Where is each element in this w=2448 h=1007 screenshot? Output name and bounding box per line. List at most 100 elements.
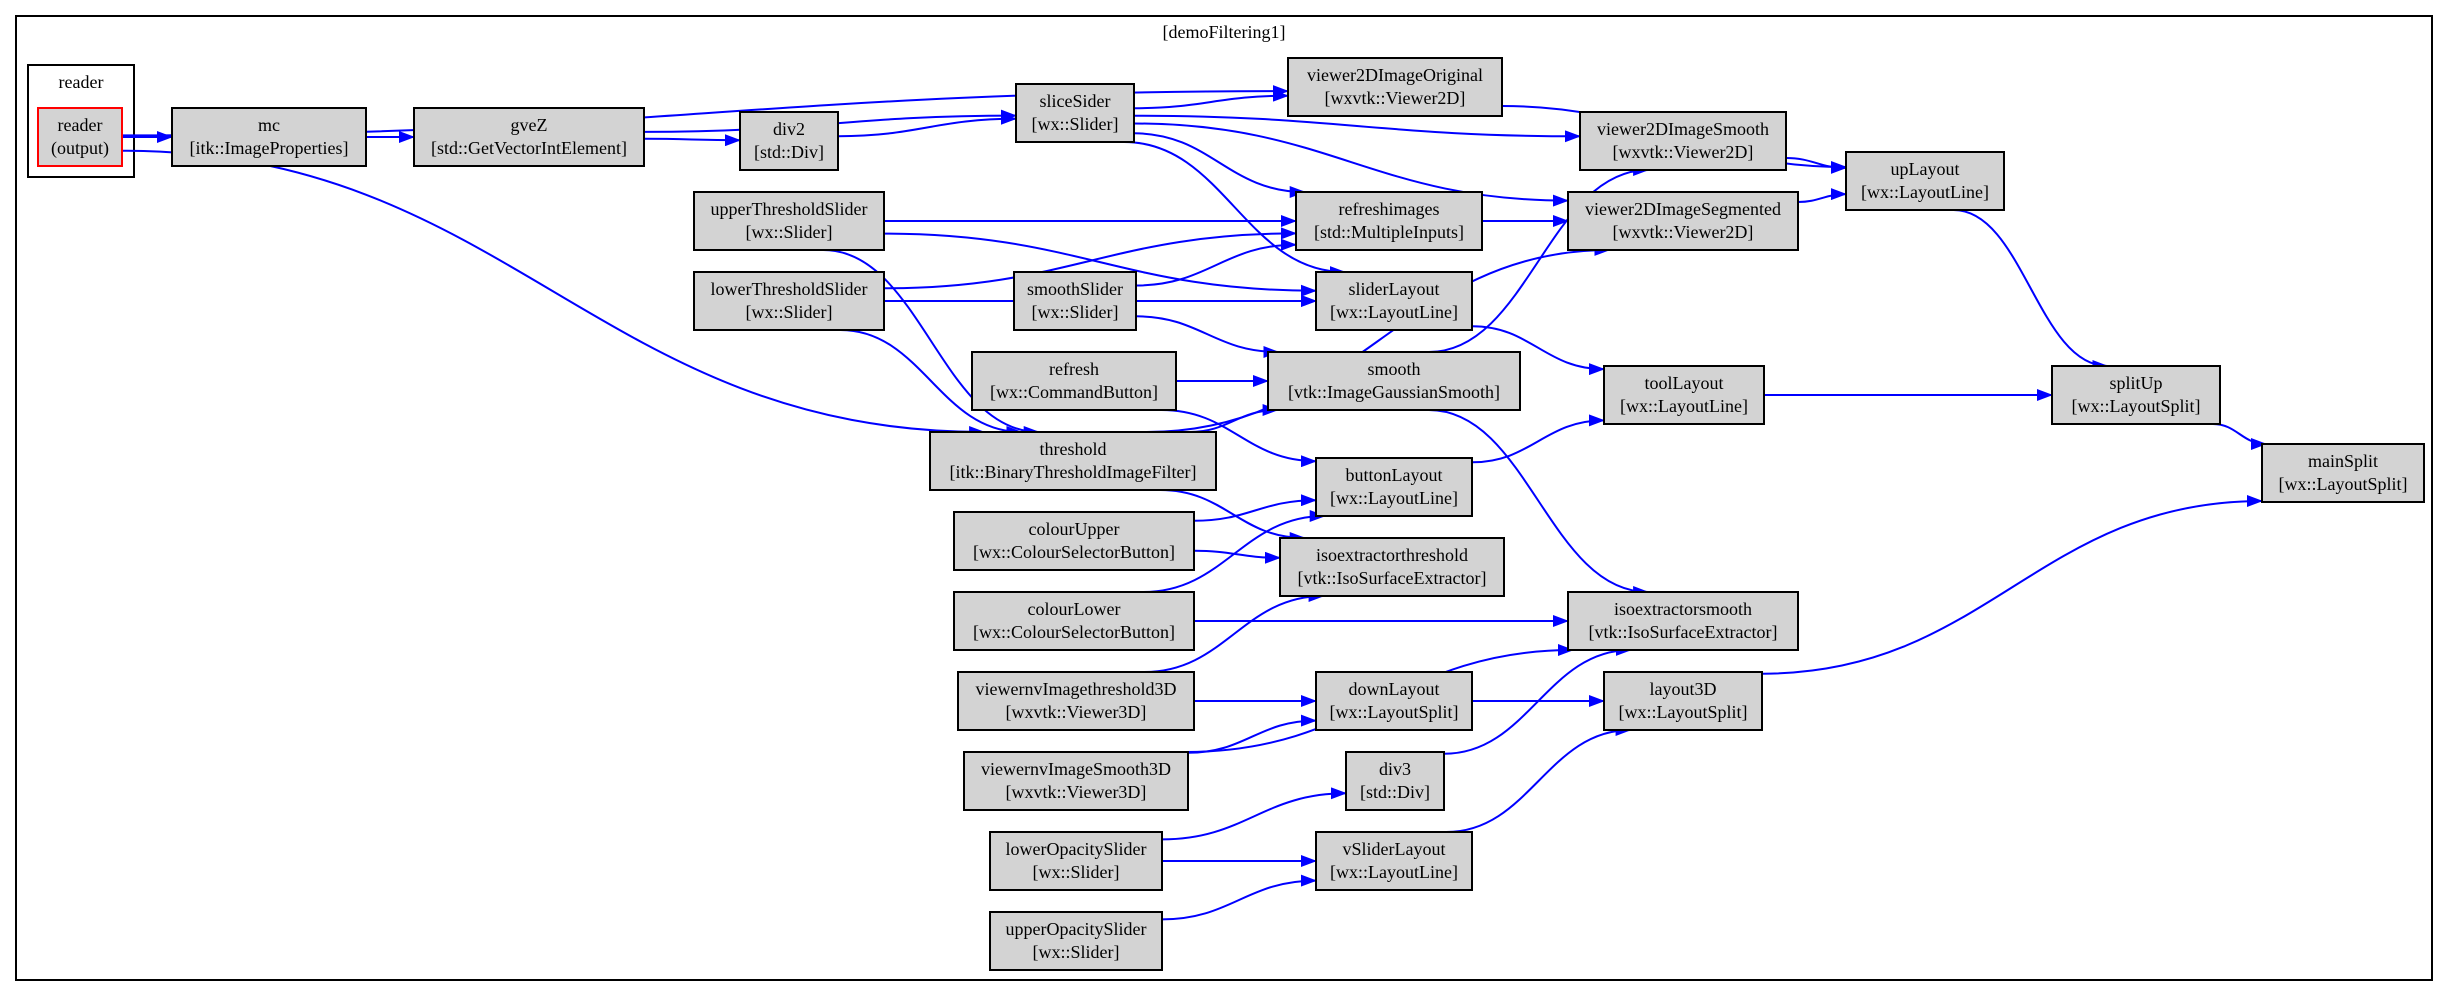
graph-frame [15,15,2433,981]
edge-sliceSider-to-viewer2DImageSegmented [1133,122,1569,207]
node-box [1267,351,1521,411]
node-box [929,431,1217,491]
node-name: vSliderLayout [1343,839,1446,859]
edge-colourUpper-to-buttonLayout [1193,494,1317,522]
node-name: div2 [773,119,805,139]
node-upperOpacitySlider: upperOpacitySlider[wx::Slider] [989,911,1163,971]
node-name: toolLayout [1645,373,1724,393]
node-name: lowerThresholdSlider [711,279,868,299]
edge-smooth-to-isoextractorsmooth [1428,409,1650,598]
node-type: [wx::Slider] [1033,862,1120,882]
node-type: [std::Div] [754,142,824,162]
node-name: mainSplit [2308,451,2378,471]
node-box [989,911,1163,971]
node-name: viewernvImageSmooth3D [981,759,1171,779]
edge-sliceSider-to-viewer2DImageSmooth [1133,114,1581,143]
reader-cluster [27,64,135,178]
node-box [693,271,885,331]
node-box [1845,151,2005,211]
node-box [957,671,1195,731]
edge-sliceSider-to-refreshimages [1133,132,1306,198]
edge-buttonLayout-to-toolLayout [1471,414,1605,464]
edge-layout3D-to-mainSplit [1761,495,2263,675]
node-mc: mc[itk::ImageProperties] [171,107,367,167]
node-box [1295,191,1483,251]
node-type: [vtk::IsoSurfaceExtractor] [1589,622,1778,642]
node-isoextractorthreshold: isoextractorthreshold[vtk::IsoSurfaceExt… [1279,537,1505,597]
node-box [413,107,645,167]
node-box [1603,671,1763,731]
node-box [989,831,1163,891]
node-box [1567,191,1799,251]
nodes-layer: reader(output)mc[itk::ImageProperties]gv… [37,57,2425,971]
node-viewernvImagethreshold3D: viewernvImagethreshold3D[wxvtk::Viewer3D… [957,671,1195,731]
node-name: threshold [1040,439,1107,459]
node-name: sliceSider [1040,91,1111,111]
node-type: [wxvtk::Viewer3D] [1006,782,1147,802]
edge-upperThresholdSlider-to-sliderLayout [883,232,1317,297]
node-box [1315,271,1473,331]
node-type: [vtk::IsoSurfaceExtractor] [1298,568,1487,588]
node-name: layout3D [1650,679,1717,699]
edge-threshold-to-viewer2DImageSegmented [1146,244,1611,433]
node-reader: reader(output) [37,107,123,167]
node-box [953,591,1195,651]
node-viewernvImageSmooth3D: viewernvImageSmooth3D[wxvtk::Viewer3D] [963,751,1189,811]
edge-threshold-to-isoextractorthreshold [1160,489,1306,544]
node-type: [wx::LayoutLine] [1620,396,1748,416]
node-box [693,191,885,251]
node-name: refreshimages [1339,199,1440,219]
node-name: buttonLayout [1346,465,1443,485]
node-name: smoothSlider [1027,279,1123,299]
edge-refresh-to-buttonLayout [1161,409,1317,468]
edge-smooth-to-viewer2DImageSmooth [1428,164,1650,353]
node-box [1315,671,1473,731]
node-box [171,107,367,167]
edge-sliceSider-to-sliderLayout [1124,141,1346,278]
node-type: [wx::CommandButton] [990,382,1158,402]
node-type: [wx::ColourSelectorButton] [973,542,1175,562]
edge-sliderLayout-to-toolLayout [1471,325,1605,376]
node-name: viewer2DImageSmooth [1597,119,1769,139]
edge-colourUpper-to-isoextractorthreshold [1193,549,1281,564]
node-refresh: refresh[wx::CommandButton] [971,351,1177,411]
node-name: mc [258,115,280,135]
node-box [2261,443,2425,503]
node-type: [std::Div] [1360,782,1430,802]
node-name: sliderLayout [1349,279,1440,299]
node-upLayout: upLayout[wx::LayoutLine] [1845,151,2005,211]
node-type: [wx::LayoutLine] [1861,182,1989,202]
node-type: [wx::Slider] [1032,114,1119,134]
node-name: isoextractorsmooth [1614,599,1752,619]
node-sliceSider: sliceSider[wx::Slider] [1015,83,1135,143]
node-lowerOpacitySlider: lowerOpacitySlider[wx::Slider] [989,831,1163,891]
node-box [1579,111,1787,171]
node-colourLower: colourLower[wx::ColourSelectorButton] [953,591,1195,651]
node-lowerThresholdSlider: lowerThresholdSlider[wx::Slider] [693,271,885,331]
node-name: viewer2DImageSegmented [1585,199,1781,219]
node-type: [itk::BinaryThresholdImageFilter] [950,462,1197,482]
node-name: upperOpacitySlider [1006,919,1147,939]
node-type: [std::MultipleInputs] [1314,222,1464,242]
edge-lowerOpacitySlider-to-div3 [1161,787,1347,841]
node-layout3D: layout3D[wx::LayoutSplit] [1603,671,1763,731]
node-box [1345,751,1445,811]
node-type: [wx::Slider] [746,302,833,322]
node-box [1315,457,1473,517]
node-name: colourUpper [1029,519,1120,539]
node-box [1015,83,1135,143]
edge-splitUp-to-mainSplit [2212,423,2267,450]
node-viewer2DImageOriginal: viewer2DImageOriginal[wxvtk::Viewer2D] [1287,57,1503,117]
node-box [2051,365,2221,425]
node-type: [wx::Slider] [1032,302,1119,322]
edge-lowerThresholdSlider-to-refreshimages [883,227,1297,290]
node-name: downLayout [1349,679,1440,699]
edges-layer [121,85,2267,921]
edge-div3-to-isoextractorsmooth [1443,644,1632,755]
edge-viewernvImageSmooth3D-to-downLayout [1187,714,1317,754]
node-box [1315,831,1473,891]
node-box [37,107,123,167]
edge-viewernvImagethreshold3D-to-isoextractorthreshold [1144,590,1325,673]
node-type: [wxvtk::Viewer3D] [1006,702,1147,722]
